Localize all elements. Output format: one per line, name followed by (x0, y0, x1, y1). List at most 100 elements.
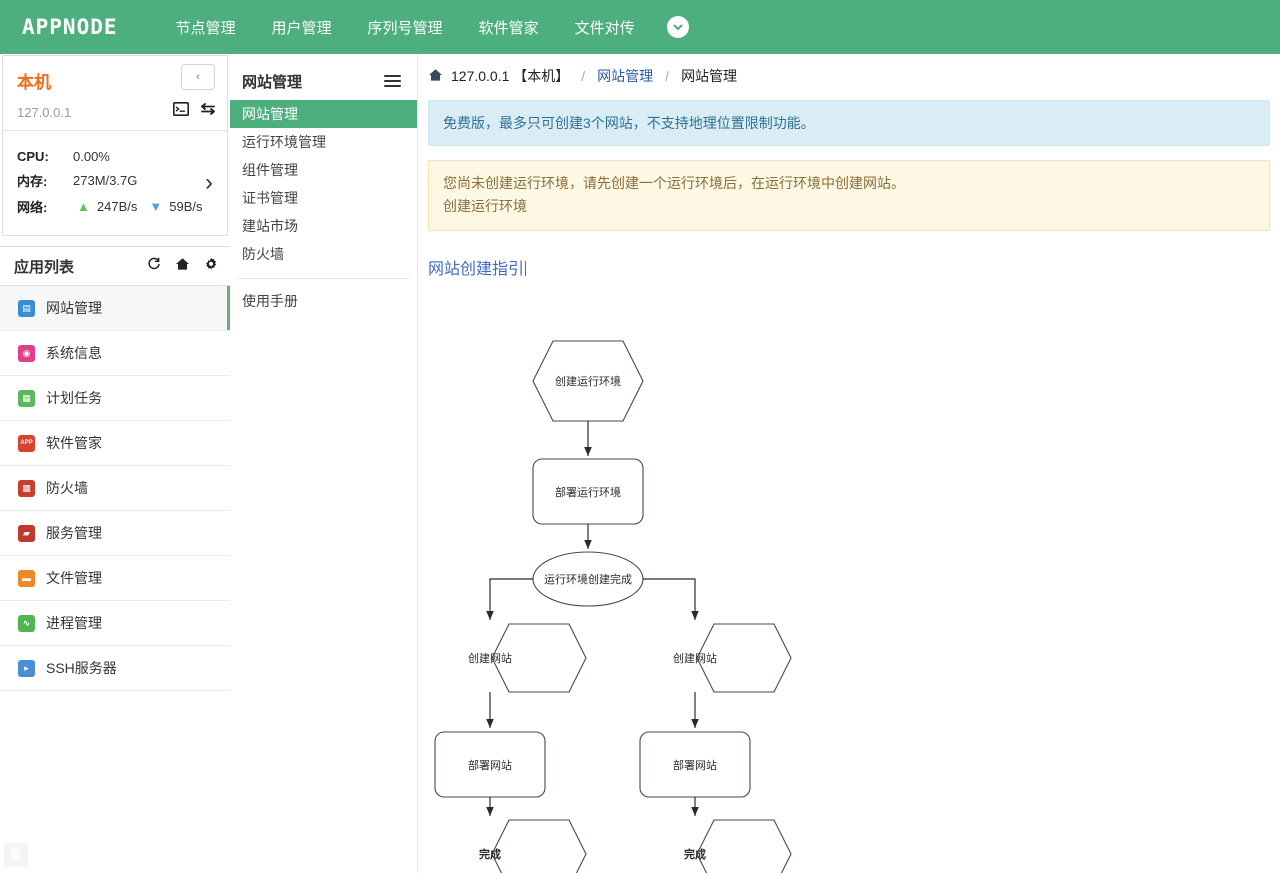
website-creation-flowchart: 创建运行环境 部署运行环境 运行环境创建完成 创建网站 部署网站 完成 创建网站… (434, 340, 792, 873)
ssh-server-icon: ▸ (18, 659, 35, 677)
subnav-divider (238, 278, 409, 279)
arrow-down-icon: ▼ (149, 199, 163, 214)
left-sidebar: 本机 127.0.0.1 ‹ (0, 54, 230, 873)
warning-alert-text: 您尚未创建运行环境，请先创建一个运行环境后，在运行环境中创建网站。 (443, 175, 905, 191)
flow-node-done-right-shape (696, 819, 792, 873)
applist-title: 应用列表 (14, 258, 75, 276)
flow-label-runtime-done: 运行环境创建完成 (544, 572, 632, 586)
app-item-label: 软件管家 (46, 435, 102, 451)
main-content: 127.0.0.1 【本机】 / 网站管理 / 网站管理 免费版，最多只可创建3… (418, 54, 1280, 873)
stat-network-upload: 247B/s (96, 199, 138, 214)
warning-alert: 您尚未创建运行环境，请先创建一个运行环境后，在运行环境中创建网站。 创建运行环境 (428, 160, 1270, 231)
flow-connectors (486, 421, 699, 817)
breadcrumb-section[interactable]: 网站管理 (597, 68, 654, 84)
app-item-process-management[interactable]: ∿ 进程管理 (0, 601, 230, 646)
flow-node-done-left-shape (491, 819, 587, 873)
breadcrumb-separator: / (581, 68, 586, 84)
software-manager-icon: APP (18, 434, 35, 452)
app-item-system-info[interactable]: ◉ 系统信息 (0, 331, 230, 376)
stat-cpu-label: CPU: (17, 149, 49, 164)
app-item-label: 系统信息 (46, 345, 102, 361)
applist-header: 应用列表 (0, 246, 230, 286)
host-name: 本机 (17, 73, 51, 92)
app-item-scheduled-tasks[interactable]: ▦ 计划任务 (0, 376, 230, 421)
app-item-label: SSH服务器 (46, 660, 117, 676)
stat-memory-value: 273M/3.7G (73, 173, 138, 188)
app-item-ssh-server[interactable]: ▸ SSH服务器 (0, 646, 230, 691)
app-item-label: 防火墙 (46, 480, 88, 496)
subnav-item-site-market[interactable]: 建站市场 (242, 218, 298, 234)
stat-network-label: 网络: (17, 200, 48, 215)
subnav-item-component-management[interactable]: 组件管理 (242, 162, 298, 178)
breadcrumb-host: 127.0.0.1 【本机】 (451, 68, 570, 84)
nav-user-management[interactable]: 用户管理 (271, 19, 332, 37)
create-runtime-environment-link[interactable]: 创建运行环境 (443, 198, 527, 214)
chevron-right-icon[interactable]: › (205, 169, 213, 196)
subnav-item-user-manual[interactable]: 使用手册 (242, 293, 298, 309)
app-item-label: 网站管理 (46, 300, 102, 316)
applist-items: ▤ 网站管理 ◉ 系统信息 ▦ 计划任务 APP 软件管家 ▩ 防火墙 ▰ 服务… (0, 286, 230, 691)
system-info-icon: ◉ (18, 344, 35, 362)
subnav-item-firewall[interactable]: 防火墙 (242, 246, 284, 262)
app-item-software-manager[interactable]: APP 软件管家 (0, 421, 230, 466)
terminal-icon[interactable] (173, 102, 189, 121)
host-header: 本机 127.0.0.1 ‹ (3, 56, 227, 131)
hamburger-icon[interactable] (384, 72, 401, 90)
gear-icon[interactable] (204, 257, 218, 276)
info-alert: 免费版，最多只可创建3个网站，不支持地理位置限制功能。 (428, 100, 1270, 146)
stat-memory: 内存: 273M/3.7G (17, 171, 213, 190)
flow-label-create-site-right: 创建网站 (673, 651, 717, 665)
refresh-icon[interactable] (147, 256, 161, 276)
arrow-up-icon: ▲ (77, 199, 90, 214)
stat-cpu: CPU: 0.00% (17, 149, 213, 164)
subnav-item-website-management[interactable]: 网站管理 (230, 100, 417, 128)
sidebar-collapse-button[interactable]: ‹ (181, 64, 215, 90)
flow-label-done-right: 完成 (684, 847, 706, 861)
stat-memory-label: 内存: (17, 174, 48, 189)
app-item-firewall[interactable]: ▩ 防火墙 (0, 466, 230, 511)
stat-network-download: 59B/s (169, 199, 203, 214)
transfer-icon[interactable] (199, 102, 217, 121)
process-management-icon: ∿ (18, 614, 35, 632)
flow-node-create-runtime-shape (532, 340, 644, 422)
flow-label-deploy-runtime: 部署运行环境 (555, 485, 621, 499)
nav-node-management[interactable]: 节点管理 (175, 19, 236, 37)
app-item-file-management[interactable]: ▬ 文件管理 (0, 556, 230, 601)
breadcrumb-current: 网站管理 (681, 68, 738, 84)
scheduled-tasks-icon: ▦ (18, 389, 35, 407)
host-stats: CPU: 0.00% 内存: 273M/3.7G 网络: ▲ 247B/s ▼ … (3, 131, 227, 235)
breadcrumb-separator: / (665, 68, 670, 84)
app-item-label: 进程管理 (46, 615, 102, 631)
guide-title[interactable]: 网站创建指引 (428, 255, 1280, 279)
top-navigation-bar: APPNODE 节点管理 用户管理 序列号管理 软件管家 文件对传 (0, 0, 1280, 54)
chevron-down-circle-icon[interactable] (666, 16, 689, 38)
subnav-item-runtime-environment[interactable]: 运行环境管理 (242, 134, 326, 150)
app-item-website-management[interactable]: ▤ 网站管理 (0, 286, 230, 331)
folder-icon: ▬ (18, 569, 35, 587)
app-item-service-management[interactable]: ▰ 服务管理 (0, 511, 230, 556)
flow-node-create-site-left-shape (491, 623, 587, 693)
stat-cpu-value: 0.00% (73, 149, 110, 164)
breadcrumb: 127.0.0.1 【本机】 / 网站管理 / 网站管理 (418, 54, 1280, 96)
app-logo[interactable]: APPNODE (22, 15, 118, 39)
subnav-title: 网站管理 (242, 73, 303, 91)
flow-label-deploy-site-right: 部署网站 (673, 758, 717, 772)
flow-label-deploy-site-left: 部署网站 (468, 758, 512, 772)
nav-software-manager[interactable]: 软件管家 (478, 19, 539, 37)
firewall-icon: ▩ (18, 479, 35, 497)
nav-file-transfer[interactable]: 文件对传 (574, 19, 635, 37)
nav-serial-management[interactable]: 序列号管理 (367, 19, 443, 37)
subnav-header: 网站管理 (230, 62, 417, 100)
sidebar-bottom-widget[interactable] (4, 843, 28, 867)
flow-node-create-site-right-shape (696, 623, 792, 693)
flow-label-done-left: 完成 (479, 847, 501, 861)
home-icon[interactable] (428, 68, 443, 85)
app-item-label: 文件管理 (46, 570, 102, 586)
host-card: 本机 127.0.0.1 ‹ (2, 55, 228, 236)
subnav-item-certificate-management[interactable]: 证书管理 (242, 190, 298, 206)
stat-network: 网络: ▲ 247B/s ▼ 59B/s (17, 197, 213, 216)
service-management-icon: ▰ (18, 524, 35, 542)
host-ip: 127.0.0.1 (17, 105, 72, 120)
home-icon[interactable] (175, 257, 190, 276)
website-management-icon: ▤ (18, 299, 35, 317)
